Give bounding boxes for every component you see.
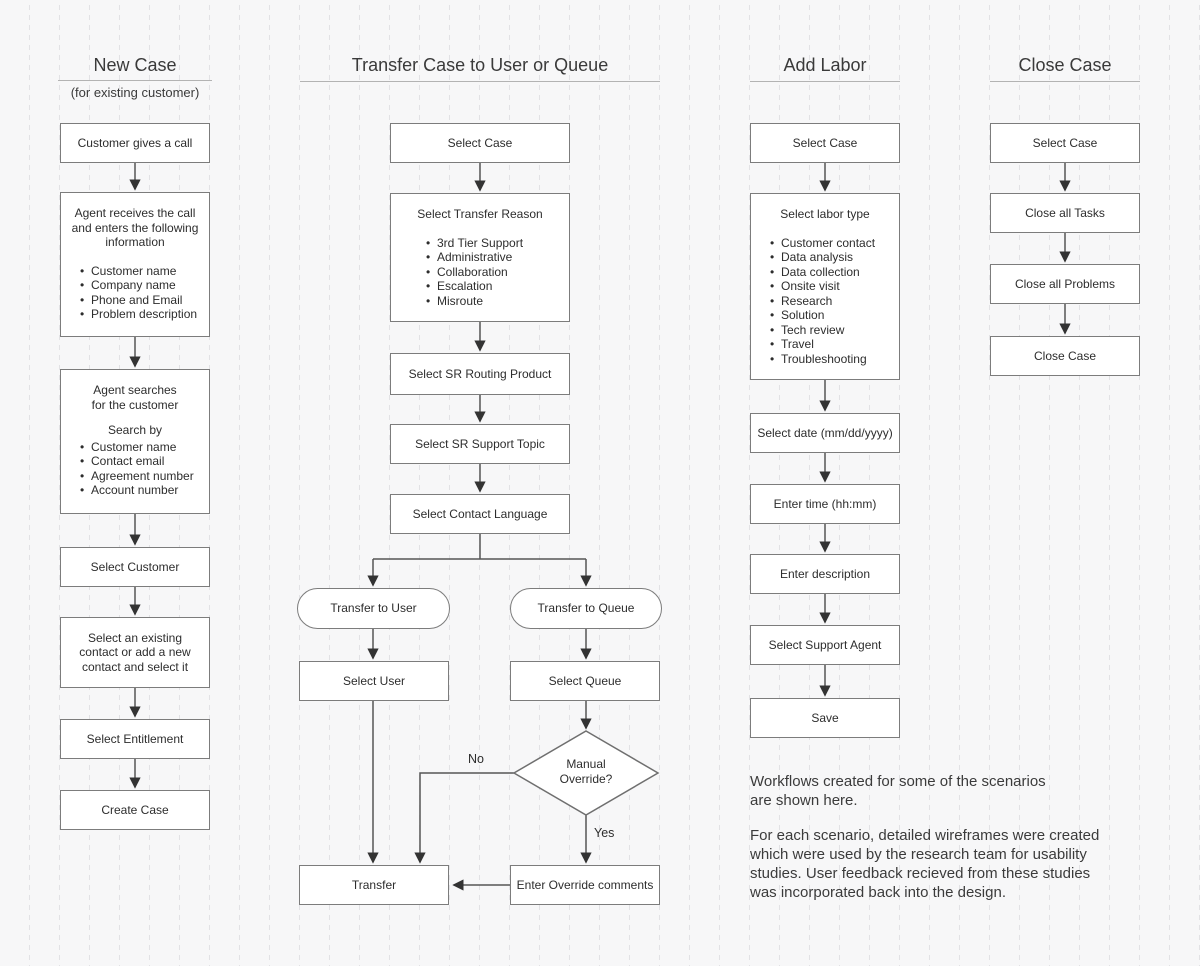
node-transfer: Transfer bbox=[299, 865, 449, 905]
node-save: Save bbox=[750, 698, 900, 738]
bullet-item: Company name bbox=[80, 278, 209, 293]
bullet-item: Customer contact bbox=[770, 236, 899, 251]
notes-paragraph-2: For each scenario, detailed wireframes w… bbox=[750, 827, 1100, 901]
bullet-item: Data analysis bbox=[770, 250, 899, 265]
decision-manual-override-label: Manual Override? bbox=[559, 757, 613, 786]
bullet-item: Account number bbox=[80, 483, 209, 498]
node-select-support-agent: Select Support Agent bbox=[750, 625, 900, 665]
node-select-case-add-labor: Select Case bbox=[750, 123, 900, 163]
node-heading: Agent receives the call and enters the f… bbox=[71, 206, 199, 249]
node-heading: Select labor type bbox=[780, 207, 870, 221]
bullet-item: Customer name bbox=[80, 440, 209, 455]
bullet-item: Data collection bbox=[770, 265, 899, 280]
node-heading: Agent searches for the customer bbox=[91, 383, 179, 412]
bullet-item: 3rd Tier Support bbox=[426, 236, 569, 251]
node-customer-gives-call: Customer gives a call bbox=[60, 123, 210, 163]
node-create-case: Create Case bbox=[60, 790, 210, 830]
bullet-item: Collaboration bbox=[426, 265, 569, 280]
node-heading: Select Transfer Reason bbox=[417, 207, 543, 221]
search-by-label: Search by bbox=[107, 423, 163, 437]
column-title-new-case: New Case bbox=[93, 55, 177, 75]
node-select-sr-routing-product: Select SR Routing Product bbox=[390, 353, 570, 395]
notes-text: Workflows created for some of the scenar… bbox=[750, 772, 1190, 918]
bullet-item: Onsite visit bbox=[770, 279, 899, 294]
bullet-list: Customer contact Data analysis Data coll… bbox=[751, 236, 899, 367]
bullet-item: Tech review bbox=[770, 323, 899, 338]
bullet-item: Problem description bbox=[80, 307, 209, 322]
node-select-customer: Select Customer bbox=[60, 547, 210, 587]
node-transfer-to-user: Transfer to User bbox=[297, 588, 450, 629]
node-select-labor-type: Select labor type Customer contact Data … bbox=[750, 193, 900, 380]
bullet-item: Travel bbox=[770, 337, 899, 352]
bullet-item: Troubleshooting bbox=[770, 352, 899, 367]
column-title-add-labor: Add Labor bbox=[783, 55, 867, 75]
node-select-user: Select User bbox=[299, 661, 449, 701]
node-enter-description: Enter description bbox=[750, 554, 900, 594]
bullet-item: Contact email bbox=[80, 454, 209, 469]
node-agent-receives-call: Agent receives the call and enters the f… bbox=[60, 192, 210, 337]
node-select-queue: Select Queue bbox=[510, 661, 660, 701]
node-select-contact: Select an existing contact or add a new … bbox=[60, 617, 210, 688]
bullet-item: Research bbox=[770, 294, 899, 309]
node-enter-override-comments: Enter Override comments bbox=[510, 865, 660, 905]
column-subtitle-new-case: (for existing customer) bbox=[70, 85, 200, 100]
title-underline-add-labor bbox=[750, 81, 900, 82]
bullet-item: Agreement number bbox=[80, 469, 209, 484]
node-select-sr-support-topic: Select SR Support Topic bbox=[390, 424, 570, 464]
node-select-case-transfer: Select Case bbox=[390, 123, 570, 163]
bullet-list: Customer name Contact email Agreement nu… bbox=[61, 440, 209, 498]
bullet-list: 3rd Tier Support Administrative Collabor… bbox=[391, 236, 569, 309]
bullet-item: Misroute bbox=[426, 294, 569, 309]
column-title-transfer-case: Transfer Case to User or Queue bbox=[351, 55, 609, 75]
branch-label-no: No bbox=[468, 752, 484, 766]
decision-diamond-shape bbox=[512, 730, 660, 816]
node-close-all-problems: Close all Problems bbox=[990, 264, 1140, 304]
node-select-entitlement: Select Entitlement bbox=[60, 719, 210, 759]
bullet-item: Solution bbox=[770, 308, 899, 323]
node-select-case-close: Select Case bbox=[990, 123, 1140, 163]
notes-paragraph-1: Workflows created for some of the scenar… bbox=[750, 773, 1046, 809]
node-select-date: Select date (mm/dd/yyyy) bbox=[750, 413, 900, 453]
bullet-item: Administrative bbox=[426, 250, 569, 265]
node-agent-searches: Agent searches for the customer Search b… bbox=[60, 369, 210, 514]
branch-label-yes: Yes bbox=[594, 826, 615, 840]
bullet-item: Escalation bbox=[426, 279, 569, 294]
column-title-close-case: Close Case bbox=[1018, 55, 1112, 75]
node-select-transfer-reason: Select Transfer Reason 3rd Tier Support … bbox=[390, 193, 570, 322]
node-select-contact-language: Select Contact Language bbox=[390, 494, 570, 534]
bullet-item: Customer name bbox=[80, 264, 209, 279]
node-enter-time: Enter time (hh:mm) bbox=[750, 484, 900, 524]
bullet-list: Customer name Company name Phone and Ema… bbox=[61, 264, 209, 322]
title-underline-new-case bbox=[58, 80, 212, 81]
bullet-item: Phone and Email bbox=[80, 293, 209, 308]
title-underline-transfer-case bbox=[300, 81, 660, 82]
title-underline-close-case bbox=[990, 81, 1140, 82]
node-close-case: Close Case bbox=[990, 336, 1140, 376]
node-transfer-to-queue: Transfer to Queue bbox=[510, 588, 662, 629]
flow-arrows bbox=[129, 163, 1071, 891]
node-close-all-tasks: Close all Tasks bbox=[990, 193, 1140, 233]
